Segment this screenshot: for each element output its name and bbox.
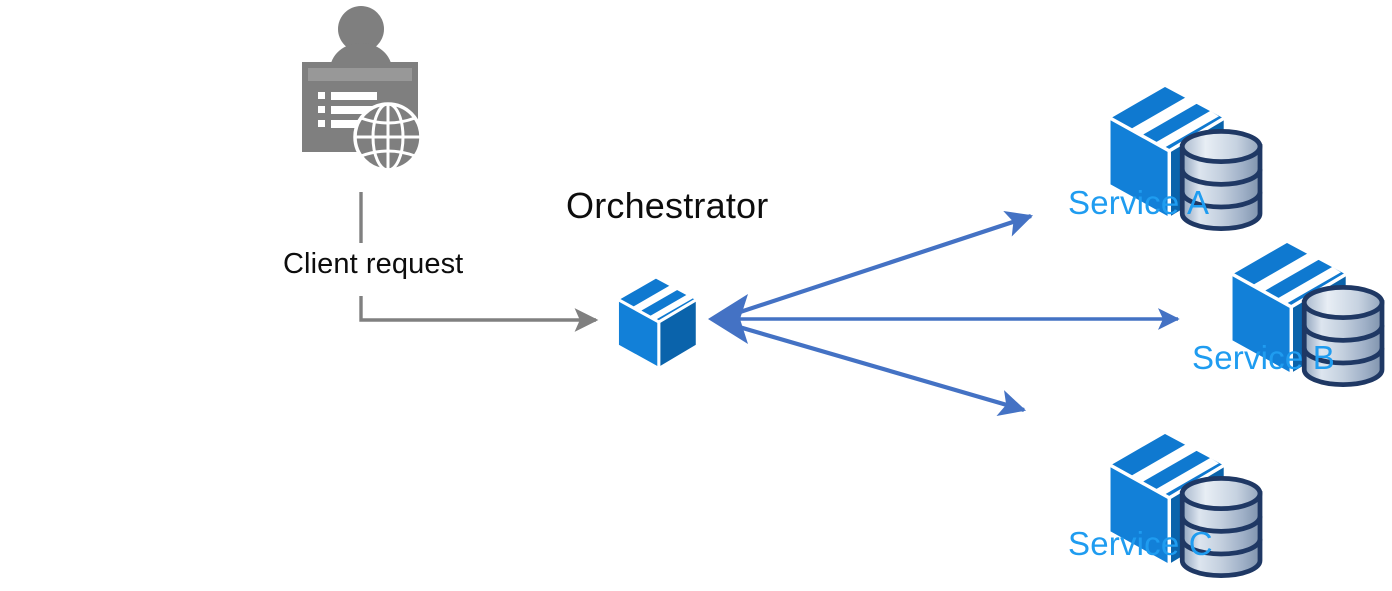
orchestrator-label: Orchestrator — [566, 185, 769, 226]
converging-arrowhead — [708, 294, 748, 344]
service-a-label: Service A — [1068, 184, 1210, 221]
service-c-label: Service C — [1068, 525, 1213, 562]
edge-orchestrator-service-a — [721, 210, 1034, 320]
edge-orchestrator-service-c — [721, 319, 1027, 416]
globe-icon — [353, 102, 423, 172]
client-web-user-icon — [302, 6, 423, 172]
orchestrator-cube-icon[interactable] — [615, 275, 699, 371]
client-request-label: Client request — [283, 248, 464, 280]
service-b-label: Service B — [1192, 339, 1336, 376]
client-request-connector — [359, 192, 599, 332]
service-links — [708, 210, 1180, 416]
